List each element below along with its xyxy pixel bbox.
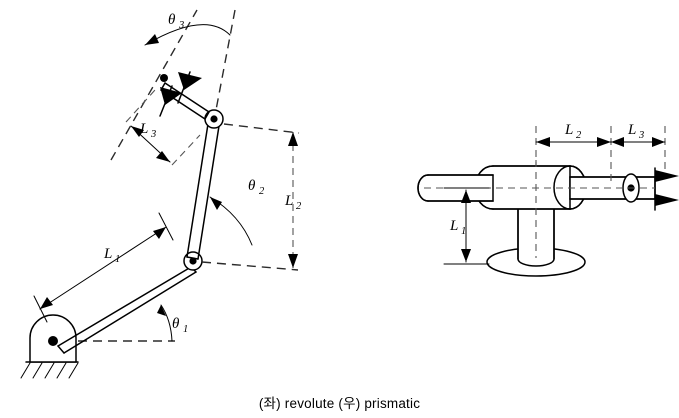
dimension-L1-prismatic <box>443 187 490 265</box>
label-L2-sub: 2 <box>296 201 302 212</box>
prismatic-extension-lines <box>535 126 666 182</box>
label-L1: L <box>103 246 112 262</box>
prismatic-gripper <box>654 167 679 211</box>
wrist-vertical-reference <box>215 9 236 111</box>
label-theta1: θ <box>172 316 180 332</box>
dimension-L3-prismatic <box>610 137 666 147</box>
label-L1-prismatic: L <box>449 218 458 234</box>
label-L2: L <box>284 193 293 209</box>
label-L3-prismatic-sub: 3 <box>638 130 644 141</box>
label-L2-prismatic-sub: 2 <box>576 130 582 141</box>
prismatic-arm-group: L 2 L 3 L 1 <box>417 122 679 277</box>
prismatic-labels: L 2 L 3 L 1 <box>449 122 644 237</box>
base-mount <box>29 314 77 363</box>
label-L1-sub: 1 <box>115 254 120 265</box>
label-L3-prismatic: L <box>627 122 636 138</box>
label-L1-prismatic-sub: 1 <box>461 226 466 237</box>
joint-elbow-lower <box>183 251 203 271</box>
elbow-horizontal-reference <box>201 261 299 271</box>
label-L2-prismatic: L <box>564 122 573 138</box>
angle-theta1 <box>157 304 173 342</box>
dimension-L2 <box>288 132 298 268</box>
label-L3: L <box>139 121 148 137</box>
label-L3-sub: 3 <box>150 129 156 140</box>
revolute-arm-group: L 1 L 2 L 3 θ 1 θ 2 θ 3 <box>20 9 302 379</box>
gripper-end-effector <box>159 71 202 117</box>
figure-caption: (좌) revolute (우) prismatic <box>258 396 421 411</box>
link-1 <box>57 266 197 354</box>
joint-wrist <box>204 109 224 129</box>
ground-hatching <box>20 361 79 379</box>
label-theta2: θ <box>248 178 256 194</box>
label-theta3-sub: 3 <box>178 20 184 31</box>
angle-theta2 <box>209 196 253 246</box>
dimension-L1 <box>33 212 174 323</box>
angle-theta3 <box>144 24 231 46</box>
label-theta1-sub: 1 <box>183 324 188 335</box>
dimension-L3 <box>125 89 201 166</box>
revolute-labels: L 1 L 2 L 3 θ 1 θ 2 θ 3 <box>103 12 302 335</box>
label-theta3: θ <box>168 12 176 28</box>
label-theta2-sub: 2 <box>259 186 265 197</box>
dimension-L2-prismatic <box>535 137 612 147</box>
upper-elbow-horizontal-reference <box>223 123 300 134</box>
